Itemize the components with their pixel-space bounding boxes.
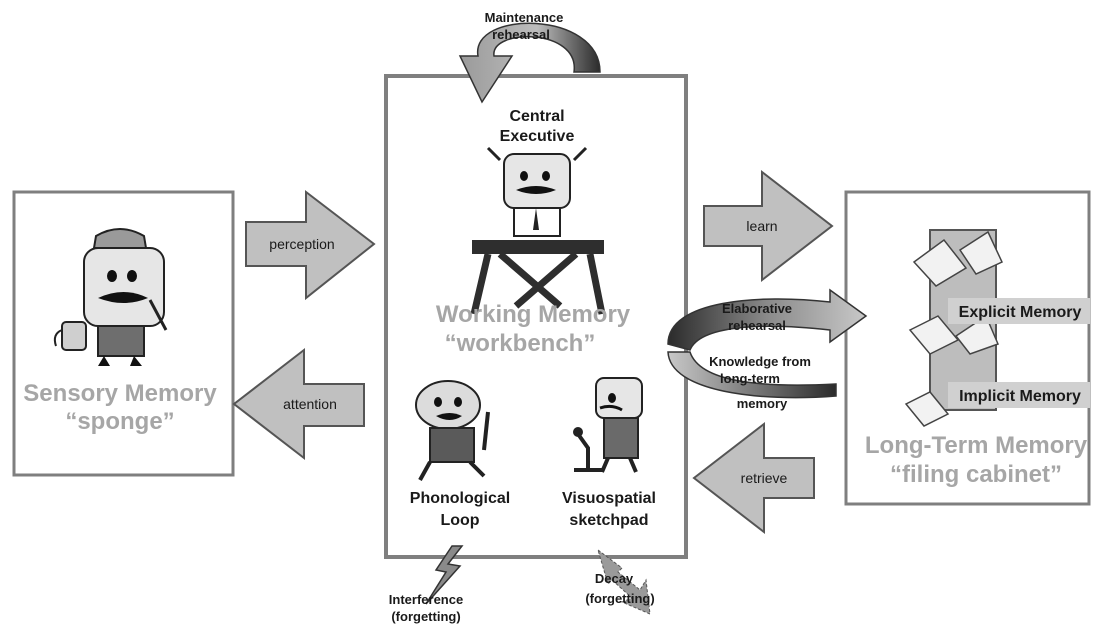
learn-arrow: learn [703, 169, 834, 283]
knowledge-line3: memory [737, 396, 788, 411]
interference-line2: (forgetting) [391, 609, 460, 624]
phonological-loop-line1: Phonological [410, 490, 510, 507]
retrieve-label: retrieve [741, 470, 788, 486]
visuospatial-line2: sketchpad [569, 512, 648, 529]
perception-arrow: perception [245, 189, 376, 301]
maintenance-rehearsal-arrow: Maintenance rehearsal [458, 10, 601, 104]
working-memory-subtitle: “workbench” [445, 330, 596, 357]
elaborative-rehearsal-arrow: Elaborative rehearsal [667, 288, 868, 351]
elaborative-line1: Elaborative [722, 301, 792, 316]
interference-line1: Interference [389, 592, 463, 607]
knowledge-line2: long-term [720, 371, 780, 386]
elaborative-line2: rehearsal [728, 318, 786, 333]
retrieve-arrow: retrieve [692, 421, 815, 535]
sensory-memory-title: Sensory Memory [23, 380, 217, 407]
maintenance-rehearsal-line1: Maintenance [485, 10, 564, 25]
knowledge-line1: Knowledge from [709, 354, 811, 369]
attention-arrow: attention [232, 347, 365, 461]
interference-lightning-icon: Interference (forgetting) [389, 545, 464, 624]
learn-label: learn [746, 218, 777, 234]
central-executive-illustration [470, 146, 606, 315]
visuospatial-sketchpad-illustration [573, 377, 643, 473]
long-term-memory-title: Long-Term Memory [865, 432, 1088, 459]
sensory-memory-box: Sensory Memory “sponge” [12, 190, 235, 477]
decay-line1: Decay [595, 571, 634, 586]
maintenance-rehearsal-line2: rehearsal [492, 27, 550, 42]
central-executive-line1: Central [509, 108, 564, 125]
decay-line2: (forgetting) [585, 591, 654, 606]
long-term-memory-subtitle: “filing cabinet” [890, 461, 1062, 488]
phonological-loop-line2: Loop [440, 512, 479, 529]
working-memory-box: Central Executive Working Memory “workbe… [384, 74, 688, 559]
attention-label: attention [283, 396, 337, 412]
phonological-loop-illustration [415, 380, 490, 481]
explicit-memory-label: Explicit Memory [959, 304, 1082, 321]
visuospatial-line1: Visuospatial [562, 490, 656, 507]
central-executive-line2: Executive [500, 128, 575, 145]
knowledge-from-long-term-memory-arrow: Knowledge from long-term memory [667, 351, 837, 411]
sensory-memory-subtitle: “sponge” [65, 408, 174, 435]
implicit-memory-label: Implicit Memory [959, 388, 1081, 405]
decay-arrow-icon: Decay (forgetting) [585, 548, 655, 615]
working-memory-title: Working Memory [436, 301, 631, 328]
long-term-memory-box: Explicit Memory Implicit Memory Long-Ter… [844, 190, 1091, 506]
perception-label: perception [269, 236, 334, 252]
sponge-character-illustration [53, 228, 168, 366]
